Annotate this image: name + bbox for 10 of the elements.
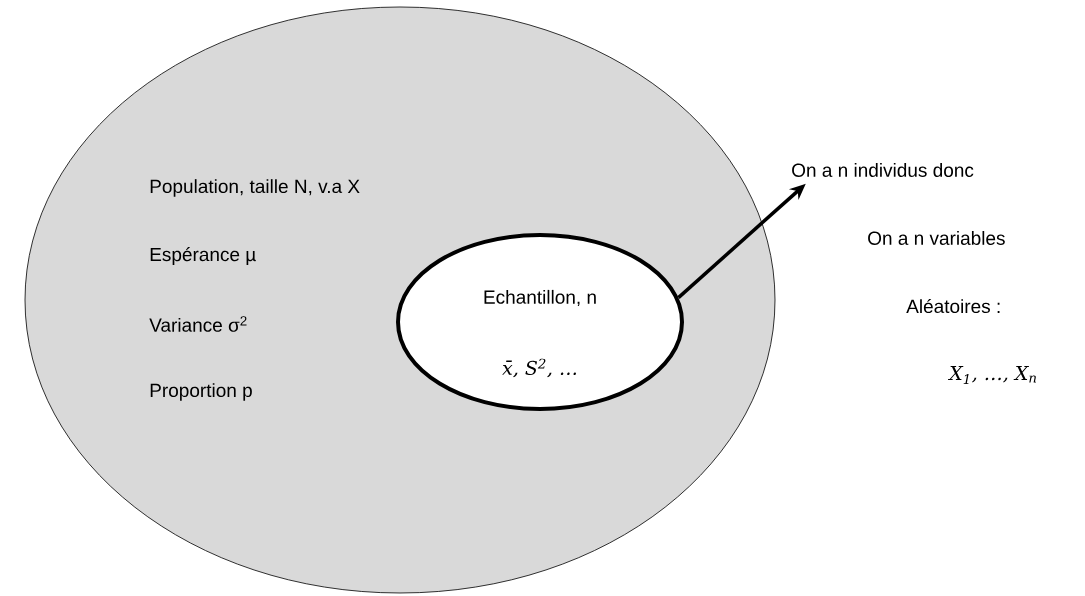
- note-text: On a n individus donc: [792, 163, 974, 177]
- population-label: Population, taille N, v.a X: [150, 179, 360, 197]
- population-label: Espérance µ: [150, 247, 256, 265]
- population-label: Variance σ$^{2}$: [149, 316, 247, 332]
- note-text: On a n variables: [868, 231, 1005, 245]
- sample-label: x̄, S$^{2}$, …: [502, 358, 576, 378]
- note-text: Aléatoires :: [906, 298, 1000, 314]
- note-text: X$_{1}$, …, X$_{n}$: [948, 366, 1036, 384]
- sample-label: Echantillon, n: [484, 289, 596, 307]
- population-label: Proportion p: [150, 383, 252, 401]
